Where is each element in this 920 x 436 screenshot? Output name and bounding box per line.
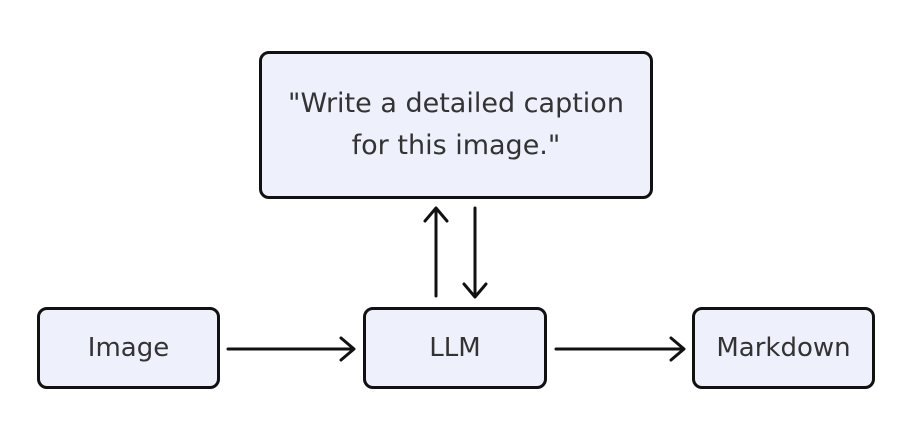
markdown-node: Markdown — [692, 307, 875, 389]
arrow-image-to-llm — [226, 336, 356, 362]
llm-node-label: LLM — [429, 333, 481, 363]
markdown-node-label: Markdown — [716, 333, 851, 363]
image-node: Image — [37, 307, 220, 389]
llm-node: LLM — [363, 307, 547, 389]
prompt-node-label: "Write a detailed caption for this image… — [288, 88, 624, 161]
arrow-llm-to-markdown — [554, 336, 686, 362]
image-node-label: Image — [87, 333, 170, 363]
prompt-node: "Write a detailed caption for this image… — [259, 51, 653, 199]
arrow-prompt-to-llm — [462, 206, 488, 299]
arrow-llm-to-prompt — [423, 206, 449, 298]
